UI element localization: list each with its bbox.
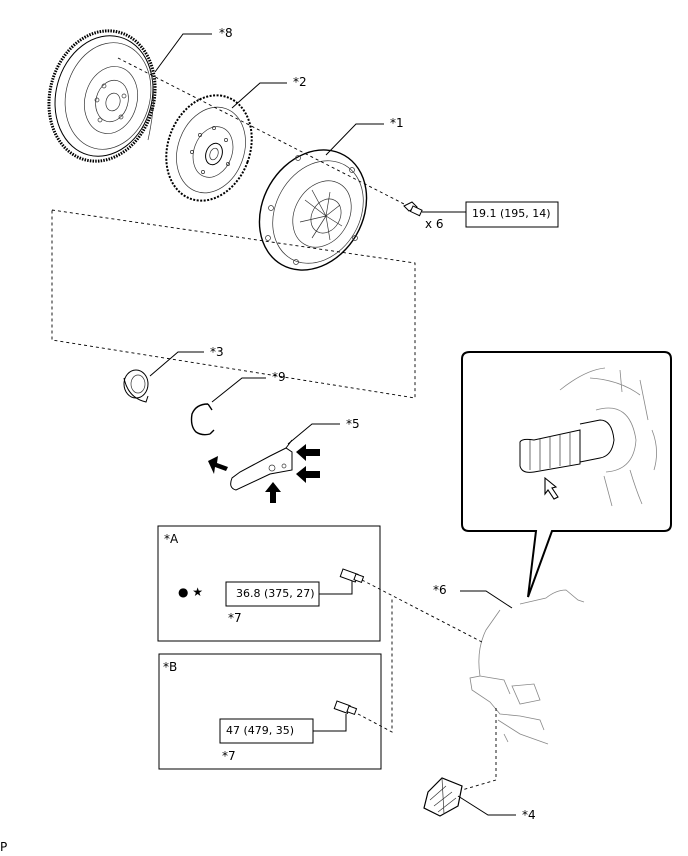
- leader-8: [154, 33, 212, 73]
- clutch-cover: [258, 149, 368, 271]
- stud-a-line: [361, 579, 483, 643]
- variant-b-label: *B: [163, 660, 177, 674]
- arrow-icon: [208, 456, 228, 474]
- leader-6: [460, 590, 513, 609]
- variant-a-torque: 36.8 (375, 27): [236, 587, 315, 600]
- flywheel: [47, 29, 157, 163]
- variant-a-symbols: ● ★: [178, 585, 203, 599]
- variant-a-box: [157, 525, 381, 642]
- retaining-clip: [190, 403, 215, 436]
- leader-3: [149, 351, 204, 377]
- arrow-icon: [296, 444, 320, 461]
- callout-7b: *7: [222, 749, 236, 763]
- leader-2: [231, 82, 287, 109]
- callout-8: *8: [219, 26, 233, 40]
- hollow-arrow-icon: [544, 476, 559, 500]
- release-fork: [230, 439, 293, 491]
- bolt-torque-box: [465, 201, 559, 228]
- input-shaft: [519, 367, 657, 507]
- leader-5: [287, 423, 340, 445]
- variant-b-leader: [313, 714, 347, 732]
- arrow-icon: [265, 482, 281, 503]
- inset-balloon: [461, 351, 672, 598]
- variant-b-box: [158, 653, 382, 770]
- bolt-torque-value: 19.1 (195, 14): [472, 207, 551, 220]
- callout-6: *6: [433, 583, 447, 597]
- leader-9: [211, 377, 266, 403]
- assembly-frame: [51, 209, 416, 399]
- callout-7a: *7: [228, 611, 242, 625]
- bolt-quantity: x 6: [425, 217, 444, 231]
- leader-4: [457, 795, 516, 816]
- callout-3: *3: [210, 345, 224, 359]
- variant-b-torque: 47 (479, 35): [226, 724, 294, 737]
- release-bearing: [123, 369, 149, 403]
- release-fork-boot: [423, 777, 463, 817]
- transmission-housing: [469, 589, 585, 745]
- clutch-disc: [165, 94, 253, 202]
- callout-9: *9: [272, 370, 286, 384]
- figure-code: P: [0, 840, 7, 852]
- leader-1: [325, 123, 384, 156]
- callout-5: *5: [346, 417, 360, 431]
- variant-a-leader: [319, 580, 353, 595]
- variant-a-label: *A: [164, 532, 179, 546]
- callout-2: *2: [293, 75, 307, 89]
- stud-b-line: [357, 598, 393, 733]
- cover-bolt: [403, 201, 423, 217]
- boot-line-2: [461, 779, 497, 791]
- arrow-icon: [296, 466, 320, 483]
- callout-4: *4: [522, 808, 536, 822]
- alignment-line: [117, 57, 409, 207]
- stud-bolt-a: [339, 568, 365, 584]
- stud-bolt-b: [333, 700, 358, 716]
- callout-1: *1: [390, 116, 404, 130]
